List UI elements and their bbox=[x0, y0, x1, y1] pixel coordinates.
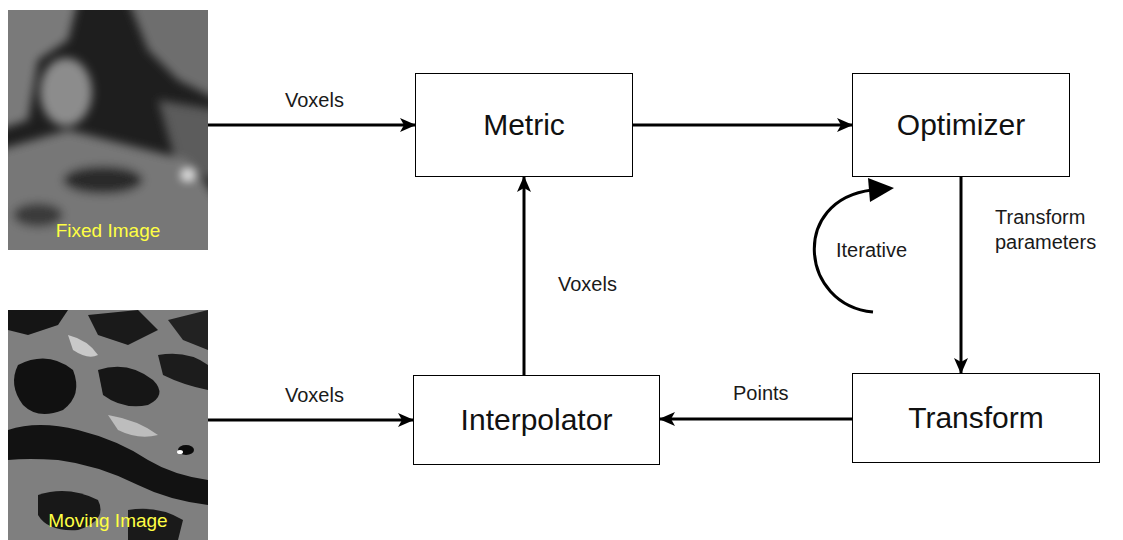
image-caption: Fixed Image bbox=[56, 220, 161, 242]
flow-arrow bbox=[633, 124, 852, 127]
loop-label: Iterative bbox=[836, 238, 907, 263]
edge-label: Voxels bbox=[285, 383, 344, 408]
interpolator-box: Interpolator bbox=[413, 375, 660, 465]
fixed-image-art bbox=[8, 10, 208, 250]
edge-label: Voxels bbox=[558, 272, 617, 297]
flow-arrow bbox=[208, 124, 415, 127]
edge-label: Voxels bbox=[285, 88, 344, 113]
metric-box: Metric bbox=[415, 73, 633, 177]
box-label: Metric bbox=[483, 108, 565, 142]
moving-image-art bbox=[8, 310, 208, 540]
transform-box: Transform bbox=[852, 373, 1100, 463]
flow-arrow bbox=[523, 177, 526, 375]
flow-arrow bbox=[660, 418, 852, 421]
box-label: Interpolator bbox=[461, 403, 613, 437]
edge-label: Points bbox=[733, 381, 789, 406]
optimizer-box: Optimizer bbox=[852, 73, 1070, 177]
flow-arrow bbox=[960, 177, 963, 373]
box-label: Optimizer bbox=[897, 108, 1025, 142]
edge-label: Transform parameters bbox=[995, 205, 1107, 255]
image-caption: Moving Image bbox=[48, 510, 167, 532]
fixed-image: Fixed Image bbox=[8, 10, 208, 250]
box-label: Transform bbox=[908, 401, 1044, 435]
moving-image: Moving Image bbox=[8, 310, 208, 540]
flow-arrow bbox=[208, 419, 413, 422]
